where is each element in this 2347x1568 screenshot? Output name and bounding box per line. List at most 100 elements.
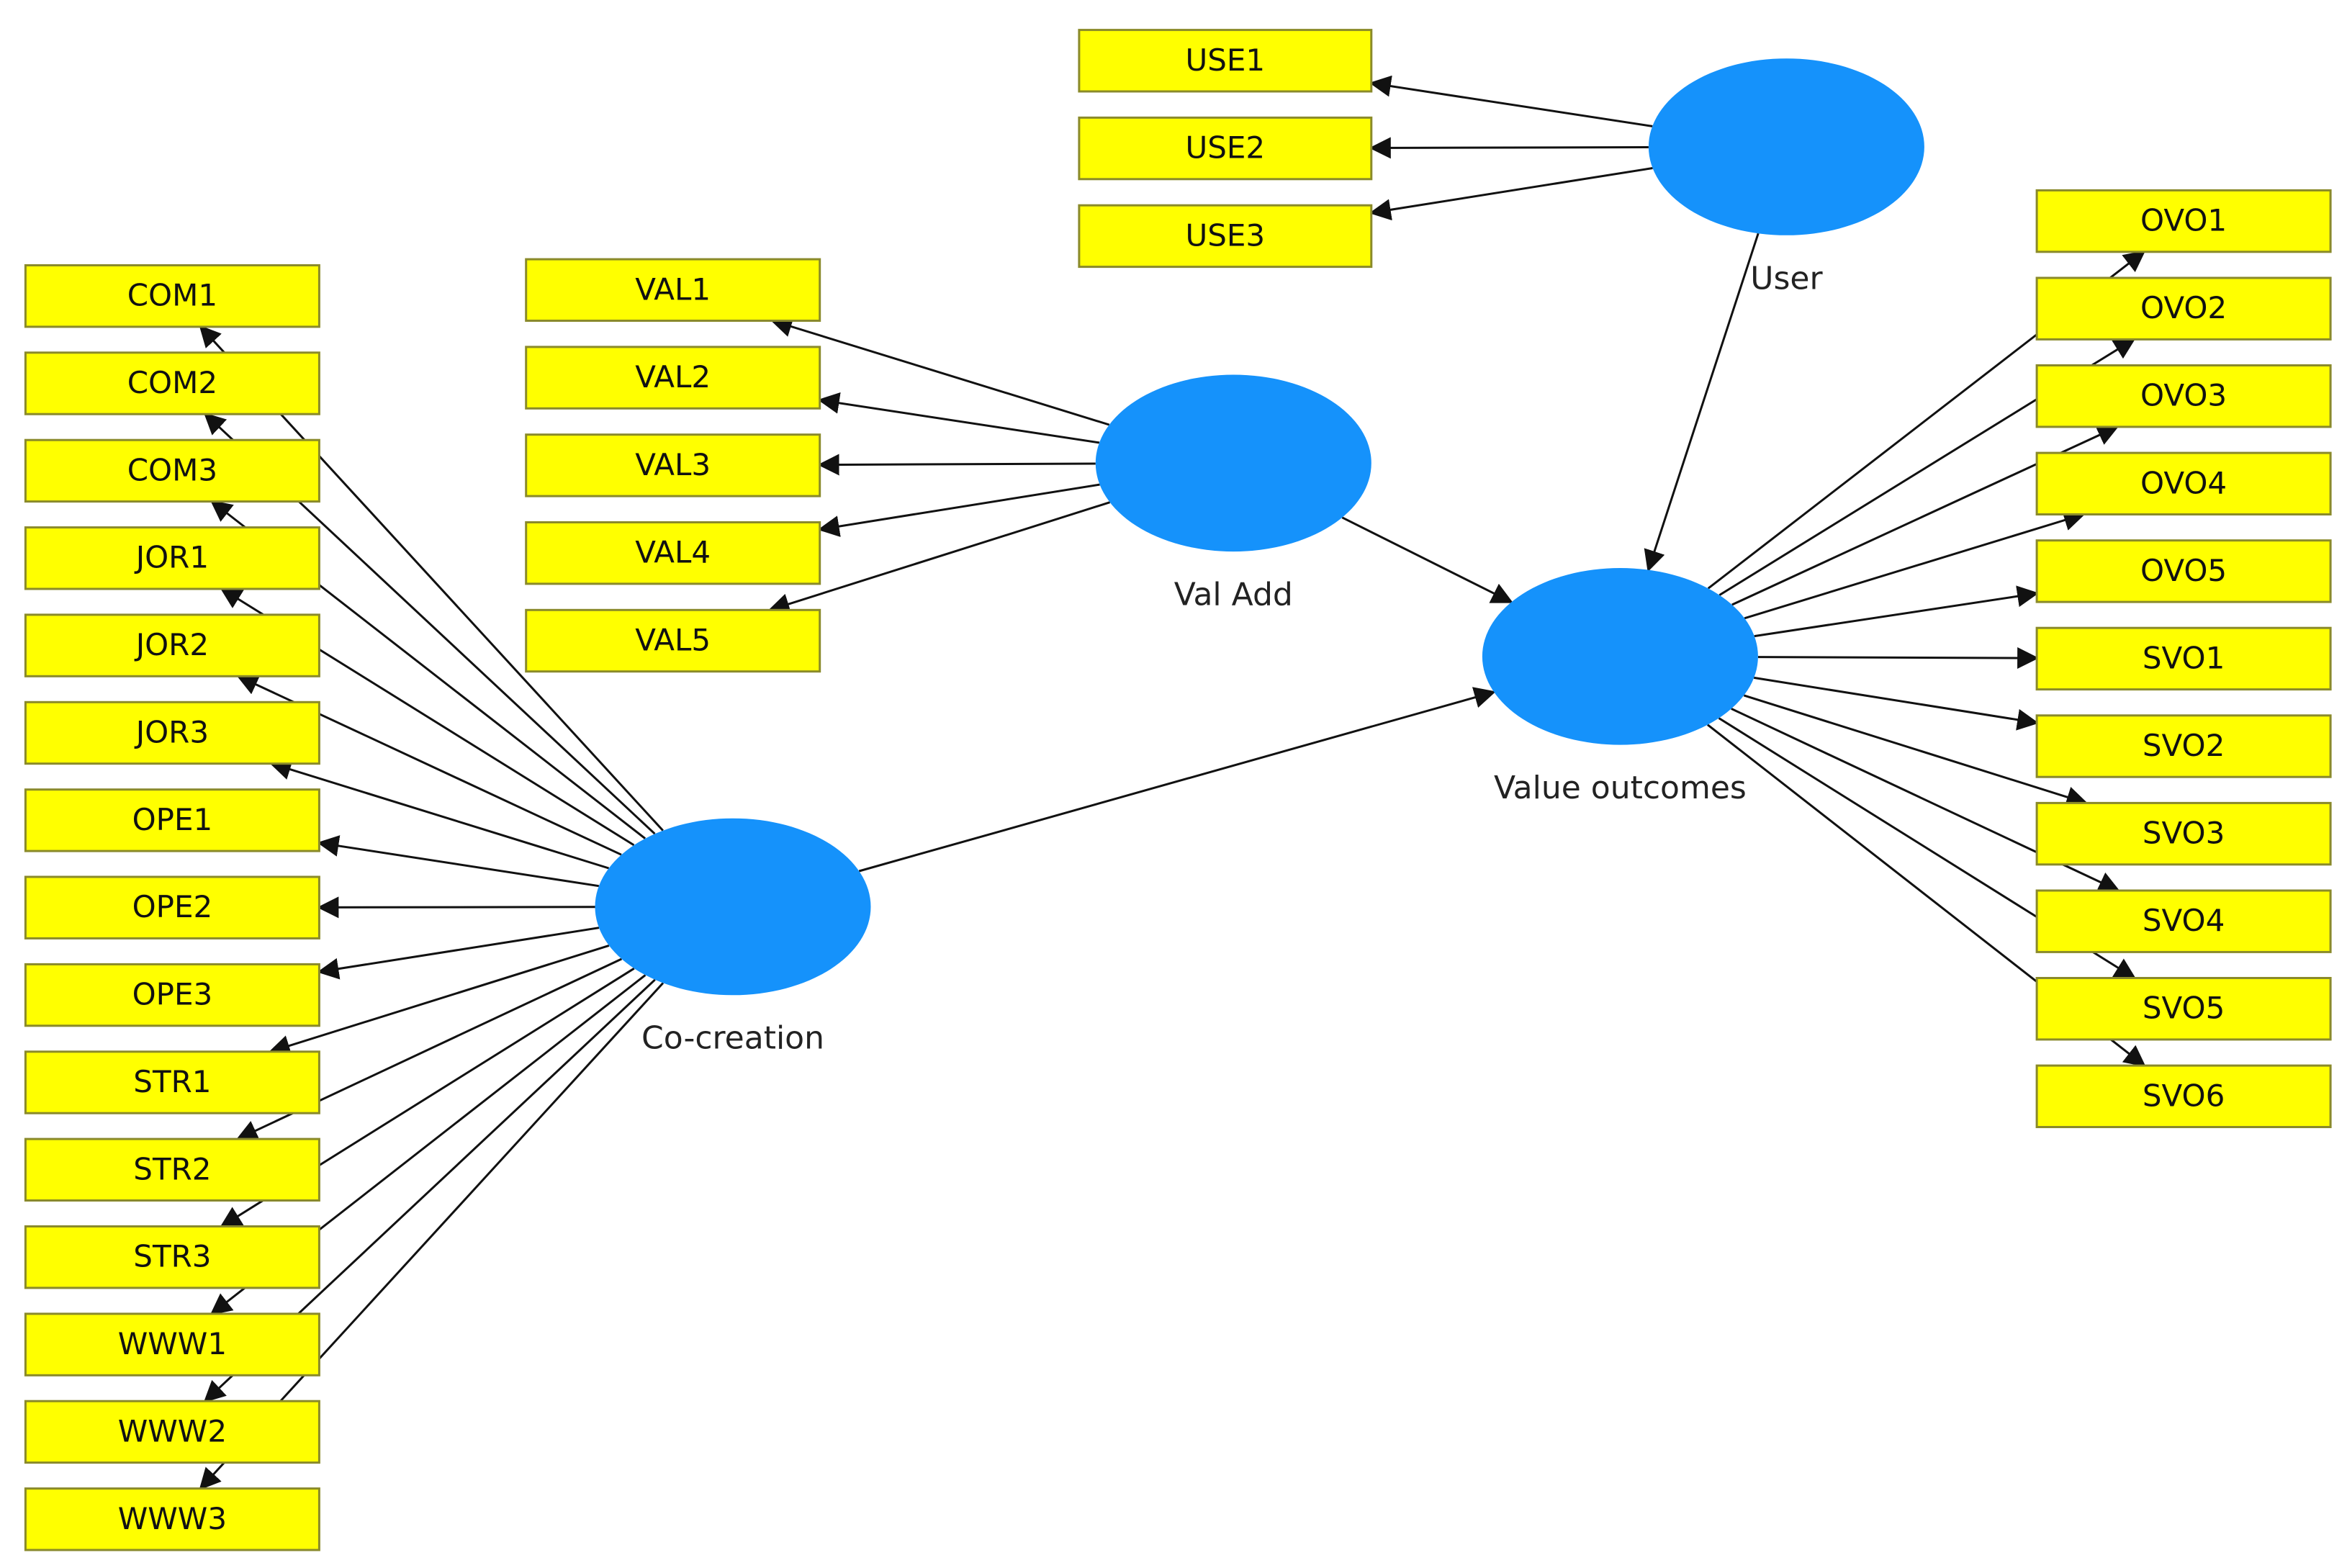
indicator-label: SVO6	[2143, 1078, 2225, 1113]
indicator-box[interactable]	[24, 613, 320, 677]
indicator-use1[interactable]: USE1	[1078, 29, 1373, 93]
indicator-label: JOR2	[134, 627, 209, 662]
indicator-ovo1[interactable]: OVO1	[2035, 189, 2332, 253]
indicator-box[interactable]	[2035, 539, 2332, 603]
indicator-box[interactable]	[24, 351, 320, 415]
indicator-str1[interactable]: STR1	[24, 1050, 320, 1114]
latent-ellipse[interactable]	[1482, 568, 1758, 745]
indicator-com3[interactable]: COM3	[24, 438, 320, 503]
indicator-box[interactable]	[2035, 276, 2332, 341]
indicator-box[interactable]	[2035, 189, 2332, 253]
indicator-box[interactable]	[2035, 977, 2332, 1041]
indicator-www1[interactable]: WWW1	[24, 1312, 320, 1376]
indicator-box[interactable]	[1078, 29, 1373, 93]
indicator-box[interactable]	[2035, 889, 2332, 953]
indicator-val3[interactable]: VAL3	[525, 433, 821, 497]
indicator-label: SVO5	[2143, 991, 2225, 1026]
indicator-box[interactable]	[24, 264, 320, 328]
loading-arrow-ope1	[317, 835, 600, 888]
indicator-ope2[interactable]: OPE2	[24, 875, 320, 940]
indicator-box[interactable]	[2035, 451, 2332, 515]
indicator-box[interactable]	[24, 438, 320, 503]
indicator-box[interactable]	[24, 875, 320, 940]
indicator-box[interactable]	[2035, 1064, 2332, 1128]
indicator-svo2[interactable]: SVO2	[2035, 714, 2332, 778]
indicator-box[interactable]	[2035, 801, 2332, 866]
indicator-box[interactable]	[24, 1050, 320, 1114]
indicator-box[interactable]	[24, 1312, 320, 1376]
indicator-ope3[interactable]: OPE3	[24, 963, 320, 1027]
path-arrow-user-to-outcomes	[1644, 233, 1760, 572]
indicator-box[interactable]	[525, 521, 821, 585]
indicator-use3[interactable]: USE3	[1078, 204, 1373, 269]
loading-arrow-svo3	[1743, 694, 2089, 808]
indicator-box[interactable]	[1078, 204, 1373, 269]
indicator-label: OPE1	[132, 802, 213, 837]
indicator-ovo2[interactable]: OVO2	[2035, 276, 2332, 341]
indicator-val4[interactable]: VAL4	[525, 521, 821, 585]
indicator-box[interactable]	[525, 258, 821, 323]
indicator-val1[interactable]: VAL1	[525, 258, 821, 323]
indicator-box[interactable]	[1078, 116, 1373, 181]
indicator-label: OVO5	[2140, 553, 2227, 588]
loading-arrow-jor3	[269, 759, 610, 870]
indicator-jor2[interactable]: JOR2	[24, 613, 320, 677]
indicator-ovo4[interactable]: OVO4	[2035, 451, 2332, 515]
indicator-box[interactable]	[2035, 714, 2332, 778]
nodes-layer: COM1COM2COM3JOR1JOR2JOR3OPE1OPE2OPE3STR1…	[24, 29, 2332, 1551]
indicator-label: STR2	[133, 1151, 211, 1186]
indicator-svo1[interactable]: SVO1	[2035, 626, 2332, 691]
latent-ellipse[interactable]	[595, 818, 871, 996]
indicator-box[interactable]	[525, 608, 821, 673]
indicator-box[interactable]	[24, 1137, 320, 1202]
indicator-box[interactable]	[24, 1487, 320, 1551]
indicator-jor1[interactable]: JOR1	[24, 526, 320, 590]
indicator-box[interactable]	[24, 963, 320, 1027]
indicator-use2[interactable]: USE2	[1078, 116, 1373, 181]
indicator-box[interactable]	[525, 346, 821, 410]
latent-outcomes[interactable]: Value outcomes	[1482, 568, 1758, 806]
latent-label: Value outcomes	[1494, 770, 1747, 806]
indicator-box[interactable]	[525, 433, 821, 497]
indicator-label: JOR1	[134, 540, 209, 575]
indicator-com1[interactable]: COM1	[24, 264, 320, 328]
latent-valadd[interactable]: Val Add	[1095, 374, 1371, 613]
loading-arrow-val5	[767, 501, 1111, 615]
indicator-com2[interactable]: COM2	[24, 351, 320, 415]
latent-ellipse[interactable]	[1095, 374, 1371, 552]
latent-ellipse[interactable]	[1648, 58, 1924, 235]
indicator-box[interactable]	[24, 700, 320, 765]
indicator-www3[interactable]: WWW3	[24, 1487, 320, 1551]
latent-user[interactable]: User	[1648, 58, 1924, 297]
latent-label: Val Add	[1174, 577, 1293, 613]
indicator-jor3[interactable]: JOR3	[24, 700, 320, 765]
indicator-box[interactable]	[24, 526, 320, 590]
indicator-svo6[interactable]: SVO6	[2035, 1064, 2332, 1128]
loading-arrow-val4	[817, 483, 1100, 537]
indicator-val5[interactable]: VAL5	[525, 608, 821, 673]
indicator-str3[interactable]: STR3	[24, 1225, 320, 1289]
indicator-box[interactable]	[24, 1225, 320, 1289]
indicator-box[interactable]	[24, 1400, 320, 1464]
loading-arrow-ope2	[317, 896, 595, 919]
indicator-label: COM2	[127, 365, 217, 400]
indicator-svo4[interactable]: SVO4	[2035, 889, 2332, 953]
indicator-label: USE1	[1185, 42, 1265, 78]
indicator-box[interactable]	[24, 788, 320, 852]
indicator-ovo3[interactable]: OVO3	[2035, 364, 2332, 428]
latent-cocreation[interactable]: Co-creation	[595, 818, 871, 1057]
indicator-svo3[interactable]: SVO3	[2035, 801, 2332, 866]
indicator-box[interactable]	[2035, 364, 2332, 428]
indicator-label: WWW3	[118, 1501, 227, 1536]
indicator-box[interactable]	[2035, 626, 2332, 691]
indicator-val2[interactable]: VAL2	[525, 346, 821, 410]
indicator-svo5[interactable]: SVO5	[2035, 977, 2332, 1041]
indicator-www2[interactable]: WWW2	[24, 1400, 320, 1464]
indicator-label: WWW1	[118, 1326, 227, 1361]
latent-label: User	[1750, 260, 1823, 297]
indicator-label: OVO4	[2140, 465, 2227, 500]
indicator-label: COM1	[127, 278, 217, 313]
indicator-ope1[interactable]: OPE1	[24, 788, 320, 852]
indicator-str2[interactable]: STR2	[24, 1137, 320, 1202]
indicator-ovo5[interactable]: OVO5	[2035, 539, 2332, 603]
